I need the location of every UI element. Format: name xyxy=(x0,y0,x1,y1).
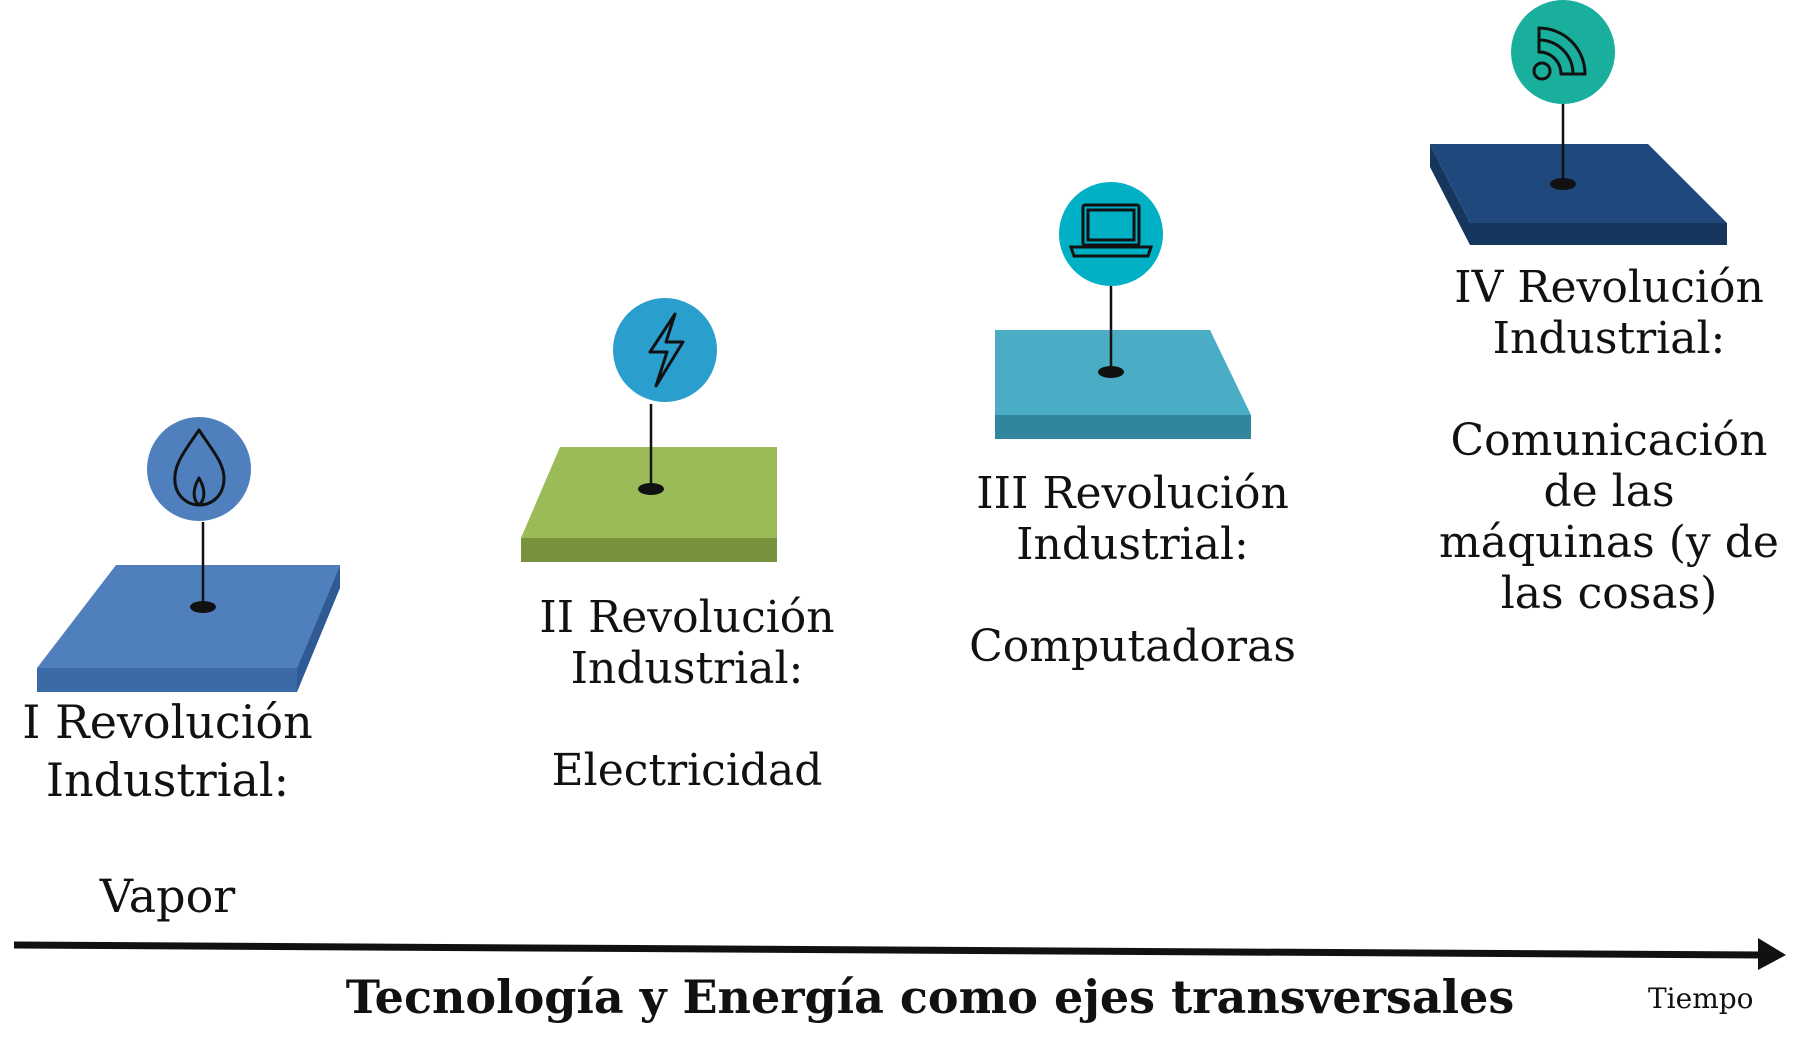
platform-first-right-side xyxy=(297,565,340,692)
stage-label-second: II Revolución Industrial: Electricidad xyxy=(512,592,862,796)
pin-base-third xyxy=(1098,366,1124,378)
platform-first xyxy=(37,417,340,692)
pin-base-fourth xyxy=(1550,178,1576,190)
stage-label-fourth: IV Revolución Industrial: Comunicación d… xyxy=(1424,262,1794,619)
time-axis-line xyxy=(13,941,1763,959)
stage-subtitle-line2: de las xyxy=(1543,466,1675,517)
platform-first-front-side xyxy=(37,668,297,692)
stage-title-line2: Industrial: xyxy=(570,643,804,694)
platform-second-front-side xyxy=(521,538,777,562)
platform-fourth xyxy=(1430,0,1727,245)
stage-title-line2: Industrial: xyxy=(1492,313,1726,364)
platform-first-top xyxy=(37,565,340,668)
platform-fourth-top xyxy=(1430,144,1727,223)
stage-label-third: III Revolución Industrial: Computadoras xyxy=(950,468,1315,672)
stage-subtitle: Electricidad xyxy=(551,745,823,796)
pin-head-second xyxy=(613,298,717,402)
laptop-icon xyxy=(1068,203,1154,258)
stage-subtitle: Vapor xyxy=(99,869,236,923)
stage-title-line2: Industrial: xyxy=(1016,519,1249,570)
platform-fourth-front-side xyxy=(1470,223,1727,245)
platform-third-front-side xyxy=(995,415,1251,439)
time-axis-arrowhead xyxy=(1758,938,1786,970)
stage-title-line2: Industrial: xyxy=(45,753,290,807)
time-axis-label: Tiempo xyxy=(1648,982,1754,1015)
stage-title-line1: IV Revolución xyxy=(1454,262,1764,313)
time-axis xyxy=(13,938,1786,970)
wireless-signal-icon xyxy=(1532,26,1587,81)
stage-title-line1: II Revolución xyxy=(539,592,835,643)
pin-head-first xyxy=(147,417,251,521)
stage-label-first: I Revolución Industrial: Vapor xyxy=(0,693,335,925)
platform-second xyxy=(521,298,777,562)
stage-subtitle-line3: máquinas (y de xyxy=(1439,517,1779,568)
stage-subtitle: Comunicación xyxy=(1450,415,1768,466)
pin-base-first xyxy=(190,601,216,613)
stage-subtitle: Computadoras xyxy=(969,621,1296,672)
platform-third xyxy=(995,182,1251,439)
stage-subtitle-line4: las cosas) xyxy=(1500,568,1718,619)
stage-title-line1: III Revolución xyxy=(976,468,1289,519)
flame-icon xyxy=(173,428,226,507)
lightning-bolt-icon xyxy=(648,312,685,388)
pin-head-third xyxy=(1059,182,1163,286)
pin-base-second xyxy=(638,483,664,495)
axis-caption: Tecnología y Energía como ejes transvers… xyxy=(345,970,1515,1024)
stage-title-line1: I Revolución xyxy=(22,695,313,749)
platform-fourth-left-side xyxy=(1430,144,1470,245)
